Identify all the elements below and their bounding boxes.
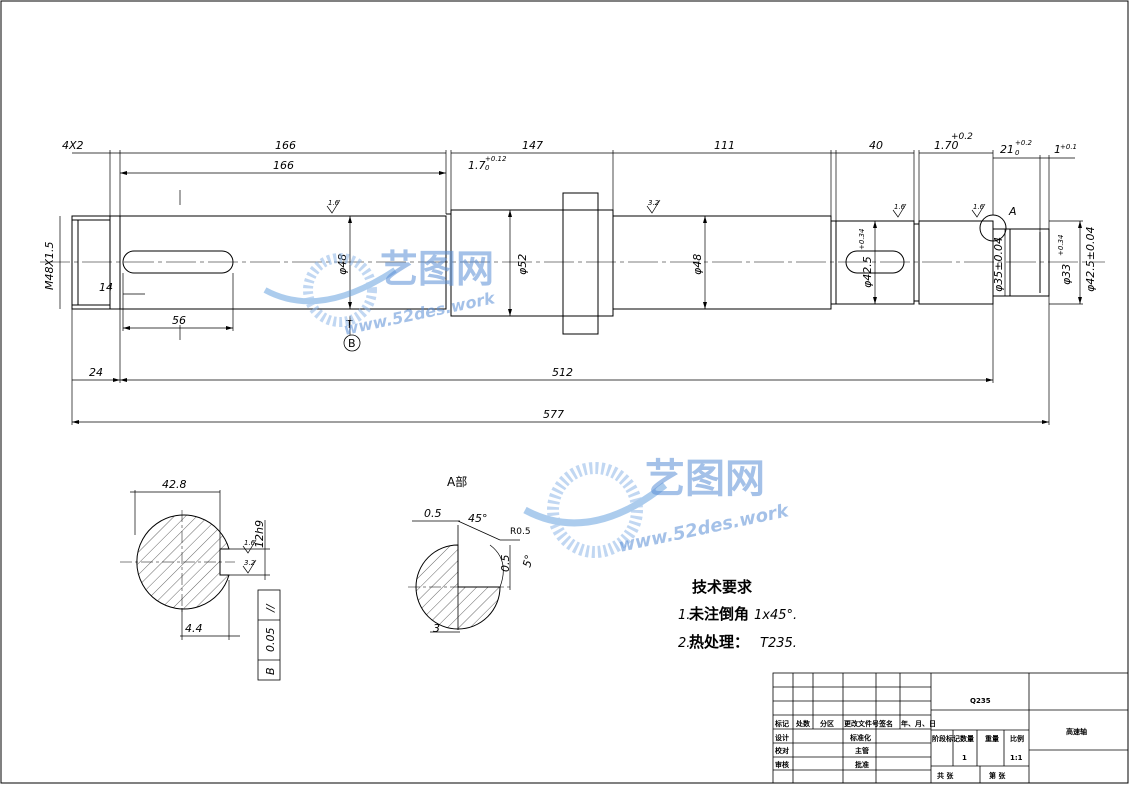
tb-approve: 批准 <box>855 760 869 769</box>
dim-d33-tol: +0.34 <box>1057 235 1065 256</box>
section-roughness-a: 1.6 <box>244 539 256 547</box>
watermark-cn-1: 艺图网 <box>380 247 494 291</box>
tb-part-name: 高速轴 <box>1066 727 1087 736</box>
tech-heading: 技术要求 <box>692 578 753 596</box>
roughness-2: 3.2 <box>648 199 660 207</box>
tech-item2-val: T235. <box>760 636 797 651</box>
dimension-lines <box>59 150 1083 425</box>
detail-a-r: R0.5 <box>510 527 531 537</box>
dim-1: 1 <box>1054 143 1061 156</box>
dim-512: 512 <box>552 366 573 379</box>
dim-147: 147 <box>522 139 543 152</box>
tb-scale: 比例 <box>1010 734 1024 743</box>
section-roughness-b: 3.2 <box>244 559 256 567</box>
roughness-1: 1.6 <box>328 199 340 207</box>
dim-d52: φ52 <box>516 254 529 275</box>
watermark-logo-2 <box>523 462 668 558</box>
tol-frame-value: 0.05 <box>264 628 277 653</box>
tech-item1-val: 1x45°. <box>754 608 797 623</box>
arrowheads <box>72 171 1082 424</box>
detail-a-title: A部 <box>447 474 467 489</box>
watermark-url-2: www.52des.work <box>617 500 792 557</box>
tb-label-zone: 分区 <box>820 719 834 728</box>
detail-a-05b: 0.5 <box>499 555 512 573</box>
detail-a-5: 5° <box>520 553 536 568</box>
dim-166-b: 166 <box>273 159 294 172</box>
dim-d35: φ35±0.04 <box>992 237 1005 292</box>
tb-scale-val: 1:1 <box>1010 754 1023 762</box>
dim-14: 14 <box>99 281 113 294</box>
dim-40: 40 <box>869 139 883 152</box>
dim-groove-a-tol2: 0 <box>485 164 490 172</box>
tb-label-sign: 签名 <box>878 719 893 728</box>
dim-groove-b-tol: +0.2 <box>951 132 973 142</box>
tb-review: 审核 <box>775 760 789 769</box>
dim-21-tol: +0.2 <box>1015 139 1033 147</box>
tb-label-date: 年、月、日 <box>901 719 936 728</box>
dim-groove-a: 1.7 <box>468 159 486 172</box>
dim-d42-5-b: φ42.5±0.04 <box>1084 227 1097 292</box>
view-a-label: A <box>1008 205 1017 218</box>
roughness-3: 1.6 <box>894 203 906 211</box>
tb-design: 设计 <box>775 733 789 742</box>
section-view <box>120 490 281 681</box>
tb-stage: 阶段标记 <box>932 734 960 743</box>
roughness-symbols <box>242 199 986 574</box>
tol-frame-symbol: // <box>264 603 277 613</box>
tech-item1-num: 1. <box>678 608 690 623</box>
dim-groove-b: 1.70 <box>934 139 959 152</box>
tb-weight-count: 数量 <box>960 734 974 743</box>
tol-frame-ref: B <box>264 667 277 675</box>
tb-standardize: 标准化 <box>849 733 871 742</box>
dim-577: 577 <box>543 408 564 421</box>
tb-weight: 重量 <box>985 734 999 743</box>
watermark-url-1: www.52des.work <box>342 288 498 339</box>
watermark-cn-2: 艺图网 <box>645 456 765 502</box>
dim-21: 21 <box>1000 143 1014 156</box>
dim-1-tol: +0.1 <box>1060 143 1077 151</box>
shaft-view <box>40 192 1105 335</box>
dim-d42-5: φ42.5 <box>861 256 874 288</box>
section-mark: T <box>345 318 353 331</box>
tb-check: 校对 <box>775 746 789 755</box>
detail-a-3: 3 <box>433 622 440 635</box>
roughness-4: 1.6 <box>973 203 985 211</box>
section-depth: 4.4 <box>185 622 203 635</box>
tb-sheets-total: 共 张 <box>937 771 954 780</box>
dim-chamfer: 4X2 <box>62 139 84 152</box>
detail-a-05: 0.5 <box>424 507 442 520</box>
tech-item2-num: 2. <box>678 636 690 651</box>
section-width: 42.8 <box>162 478 187 491</box>
dim-111: 111 <box>714 139 735 152</box>
tb-material: Q235 <box>970 697 991 705</box>
tb-label-change: 更改文件号 <box>844 719 879 728</box>
section-key-width: 12h9 <box>253 520 266 548</box>
dim-56: 56 <box>172 314 186 327</box>
dim-thread: M48X1.5 <box>43 241 56 290</box>
dim-166-a: 166 <box>275 139 296 152</box>
dim-d42-5-tol: +0.34 <box>858 229 866 250</box>
dim-24: 24 <box>89 366 103 379</box>
title-block <box>772 672 1129 784</box>
dim-21-tol2: 0 <box>1015 149 1020 157</box>
tech-item1-text: 未注倒角 <box>688 605 749 623</box>
tb-label-mark: 标记 <box>774 719 789 728</box>
watermark-logo-1 <box>263 253 397 327</box>
detail-a-45: 45° <box>468 512 488 525</box>
dim-groove-a-tol: +0.12 <box>485 155 507 163</box>
dim-d48-b: φ48 <box>691 254 704 275</box>
tb-count-val: 1 <box>962 754 967 762</box>
dim-d33: φ33 <box>1060 264 1073 285</box>
detail-a-view <box>408 520 520 633</box>
section-b-label: B <box>348 337 356 350</box>
section-b-circle <box>343 334 361 352</box>
tb-sheet-num: 第 张 <box>989 771 1006 780</box>
tb-supervisor: 主管 <box>855 746 869 755</box>
tech-item2-text: 热处理： <box>689 633 749 651</box>
tb-label-count: 处数 <box>795 719 811 728</box>
